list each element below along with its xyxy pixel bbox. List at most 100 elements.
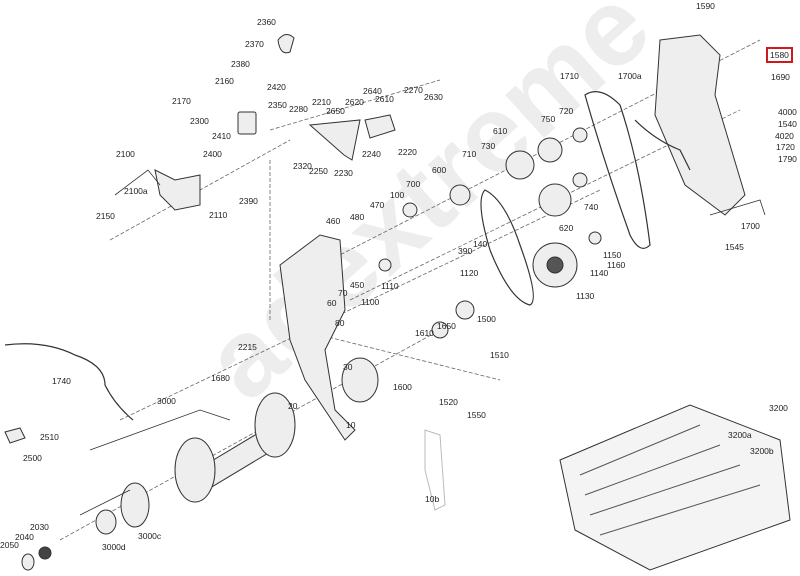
part-label[interactable]: 2170 — [172, 96, 191, 106]
part-label-highlighted[interactable]: 1580 — [766, 47, 793, 63]
part-label[interactable]: 1590 — [696, 1, 715, 11]
part-label[interactable]: 2215 — [238, 342, 257, 352]
part-label[interactable]: 60 — [327, 298, 337, 308]
part-label[interactable]: 2320 — [293, 161, 312, 171]
part-label[interactable]: 140 — [473, 239, 488, 249]
part-label[interactable]: 1510 — [490, 350, 509, 360]
part-label[interactable]: 2360 — [257, 17, 276, 27]
part-label[interactable]: 2040 — [15, 532, 34, 542]
part-label[interactable]: 2250 — [309, 166, 328, 176]
cable-1740 — [4, 343, 134, 421]
part-label[interactable]: 610 — [493, 126, 508, 136]
part-label[interactable]: 2210 — [312, 97, 331, 107]
part-label[interactable]: 3000c — [138, 531, 162, 541]
part-label[interactable]: 750 — [541, 114, 556, 124]
part-label[interactable]: 1700a — [618, 71, 642, 81]
part-label[interactable]: 620 — [559, 223, 574, 233]
part-label[interactable]: 2100a — [124, 186, 148, 196]
part-label[interactable]: 710 — [462, 149, 477, 159]
part-label[interactable]: 1140 — [590, 268, 609, 278]
part-label[interactable]: 2220 — [398, 147, 417, 157]
part-label[interactable]: 1540 — [778, 119, 797, 129]
part-label[interactable]: 1690 — [771, 72, 790, 82]
part-label[interactable]: 3000 — [157, 396, 176, 406]
part-label[interactable]: 80 — [335, 318, 345, 328]
part-label[interactable]: 1150 — [603, 250, 622, 260]
part-label[interactable]: 1100 — [361, 297, 380, 307]
part-label[interactable]: 2050 — [0, 540, 19, 550]
part-label[interactable]: 1120 — [460, 268, 479, 278]
part-label[interactable]: 70 — [338, 288, 348, 298]
part-label[interactable]: 480 — [350, 212, 365, 222]
part-label[interactable]: 1130 — [576, 291, 595, 301]
part-label[interactable]: 1650 — [437, 321, 456, 331]
part-label[interactable]: 2400 — [203, 149, 222, 159]
part-label[interactable]: 390 — [458, 246, 473, 256]
part-label[interactable]: 10 — [346, 420, 356, 430]
part-label[interactable]: 740 — [584, 202, 599, 212]
part-label[interactable]: 2030 — [30, 522, 49, 532]
part-label[interactable]: 730 — [481, 141, 496, 151]
part-label[interactable]: 2380 — [231, 59, 250, 69]
part-label[interactable]: 3200b — [750, 446, 774, 456]
part-label[interactable]: 2160 — [215, 76, 234, 86]
part-label[interactable]: 3200a — [728, 430, 752, 440]
part-label[interactable]: 1610 — [415, 328, 434, 338]
lever-plate — [364, 114, 396, 139]
part-label[interactable]: 1110 — [381, 281, 399, 291]
part-label[interactable]: 1790 — [778, 154, 797, 164]
part-label[interactable]: 4020 — [775, 131, 794, 141]
part-label[interactable]: 2150 — [96, 211, 115, 221]
part-label[interactable]: 1545 — [725, 242, 744, 252]
part-label[interactable]: 700 — [406, 179, 421, 189]
part-label[interactable]: 1160 — [607, 260, 626, 270]
part-label[interactable]: 2420 — [267, 82, 286, 92]
part-label[interactable]: 20 — [288, 401, 298, 411]
part-label[interactable]: 2350 — [268, 100, 287, 110]
part-label[interactable]: 3200 — [769, 403, 788, 413]
part-label[interactable]: 2100 — [116, 149, 135, 159]
part-label[interactable]: 1700 — [741, 221, 760, 231]
part-label[interactable]: 2630 — [424, 92, 443, 102]
part-label[interactable]: 2270 — [404, 85, 423, 95]
part-label[interactable]: 460 — [326, 216, 341, 226]
part-label[interactable]: 1680 — [211, 373, 230, 383]
part-label[interactable]: 2410 — [212, 131, 231, 141]
shift-knob — [277, 34, 295, 54]
part-label[interactable]: 1740 — [52, 376, 71, 386]
part-label[interactable]: 4000 — [778, 107, 797, 117]
part-label[interactable]: 2510 — [40, 432, 59, 442]
group-bracket-2100 — [114, 169, 161, 196]
part-label[interactable]: 470 — [370, 200, 385, 210]
part-label[interactable]: 2280 — [289, 104, 308, 114]
part-label[interactable]: 2230 — [334, 168, 353, 178]
part-label[interactable]: 2650 — [326, 106, 345, 116]
part-label[interactable]: 2110 — [209, 210, 228, 220]
part-label[interactable]: 2300 — [190, 116, 209, 126]
part-label[interactable]: 1600 — [393, 382, 412, 392]
part-label[interactable]: 450 — [350, 280, 365, 290]
part-label[interactable]: 2620 — [345, 97, 364, 107]
part-label[interactable]: 2390 — [239, 196, 258, 206]
drive-sprocket — [341, 357, 379, 403]
part-label[interactable]: 2610 — [375, 94, 394, 104]
part-label[interactable]: 720 — [559, 106, 574, 116]
part-label[interactable]: 1520 — [439, 397, 458, 407]
axis-line — [59, 329, 441, 541]
part-label[interactable]: 2640 — [363, 86, 382, 96]
part-label[interactable]: 600 — [432, 165, 447, 175]
part-label[interactable]: 2240 — [362, 149, 381, 159]
part-label[interactable]: 1720 — [776, 142, 795, 152]
part-label[interactable]: 30 — [343, 362, 353, 372]
part-label[interactable]: 100 — [390, 190, 405, 200]
part-label[interactable]: 1500 — [477, 314, 496, 324]
part-label[interactable]: 2370 — [245, 39, 264, 49]
part-label[interactable]: 10b — [425, 494, 440, 504]
part-label[interactable]: 3000d — [102, 542, 126, 552]
part-label[interactable]: 1710 — [560, 71, 579, 81]
part-label[interactable]: 1550 — [467, 410, 486, 420]
gear — [546, 256, 564, 274]
bearing — [572, 127, 588, 143]
part-label[interactable]: 2500 — [23, 453, 42, 463]
